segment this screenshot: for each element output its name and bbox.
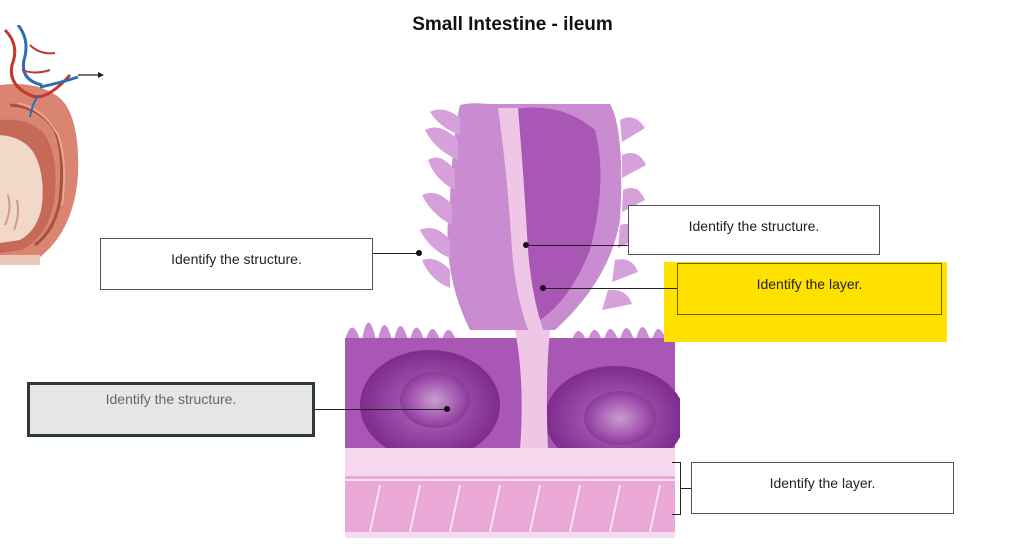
label-box-structure-left[interactable]: Identify the structure. bbox=[100, 238, 373, 290]
label-text: Identify the structure. bbox=[105, 391, 237, 407]
leader-line bbox=[543, 288, 677, 289]
label-box-layer-highlighted[interactable]: Identify the layer. bbox=[677, 263, 942, 315]
bracket-tick bbox=[672, 462, 681, 463]
leader-line bbox=[526, 245, 628, 246]
label-box-layer-bottom[interactable]: Identify the layer. bbox=[691, 462, 954, 514]
pointer-dot bbox=[523, 242, 529, 248]
bracket-tick bbox=[672, 514, 681, 515]
slide-title: Small Intestine - ileum bbox=[412, 14, 613, 35]
label-text: Identify the structure. bbox=[688, 218, 820, 234]
leader-line bbox=[373, 253, 419, 254]
pointer-dot bbox=[416, 250, 422, 256]
ileum-micrograph bbox=[345, 103, 680, 538]
leader-line bbox=[681, 488, 691, 489]
intestine-wall-icon bbox=[0, 25, 104, 265]
label-text: Identify the structure. bbox=[171, 251, 302, 267]
bracket-line bbox=[680, 462, 681, 514]
label-text: Identify the layer. bbox=[769, 475, 876, 491]
pointer-dot bbox=[540, 285, 546, 291]
label-box-structure-right[interactable]: Identify the structure. bbox=[628, 205, 880, 255]
label-text: Identify the layer. bbox=[756, 276, 863, 292]
leader-line bbox=[315, 409, 447, 410]
label-box-structure-selected[interactable]: Identify the structure. bbox=[27, 382, 315, 437]
pointer-dot bbox=[444, 406, 450, 412]
